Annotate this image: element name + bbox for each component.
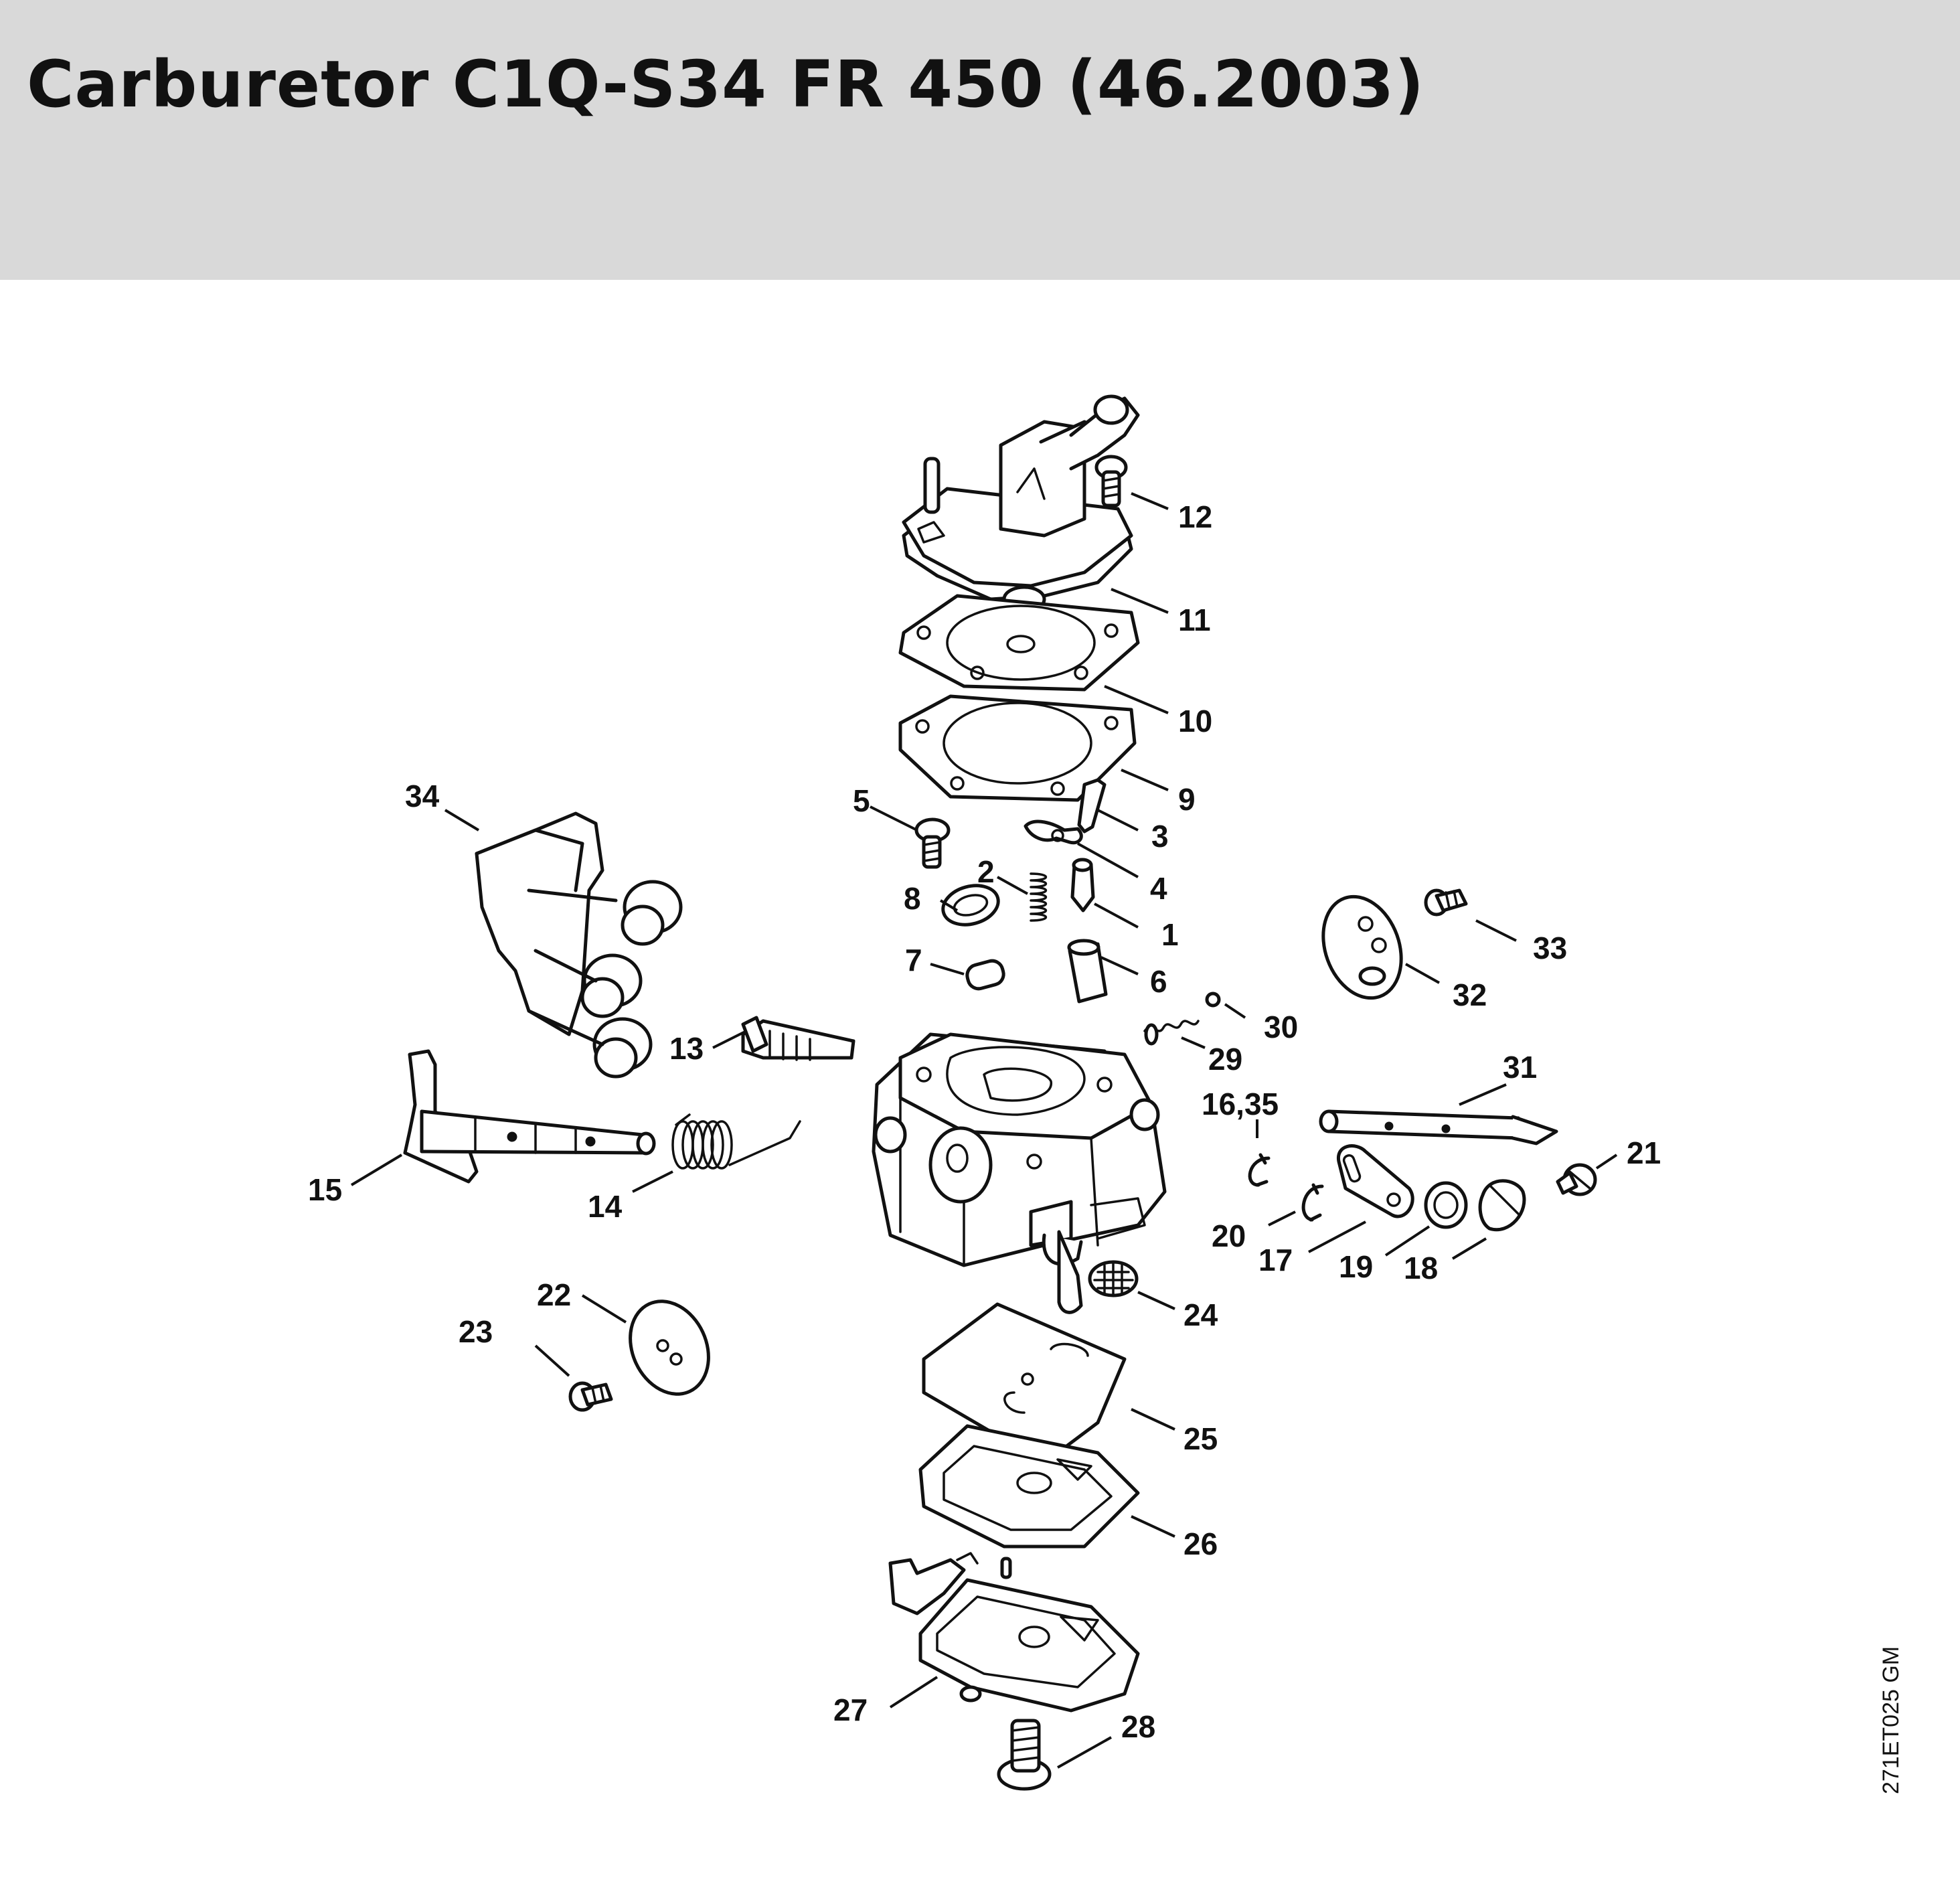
callout-1: 1 (1161, 917, 1179, 952)
parts-17-18-19-21 (1337, 1144, 1597, 1232)
callout-20: 20 (1212, 1218, 1246, 1253)
callout-27: 27 (833, 1692, 868, 1727)
callout-15: 15 (308, 1172, 342, 1207)
e-clips-16-35-20 (1248, 1153, 1324, 1222)
callout-16-35: 16,35 (1202, 1087, 1279, 1121)
callout-10: 10 (1178, 704, 1212, 738)
part-15-throttle-shaft (403, 1049, 656, 1184)
carburetor-body (872, 1032, 1167, 1314)
callout-13: 13 (669, 1031, 704, 1066)
drawing-code: 271ET025 GM (1878, 1646, 1904, 1794)
callout-21: 21 (1627, 1135, 1661, 1170)
callout-labels: 1 2 3 4 5 6 7 8 9 10 11 12 13 14 15 16,3… (308, 499, 1661, 1744)
callout-6: 6 (1150, 964, 1167, 999)
part-13-adjusting-screw (741, 1016, 855, 1061)
callout-25: 25 (1183, 1421, 1218, 1456)
callout-30: 30 (1264, 1010, 1298, 1044)
part-12-screw (1094, 455, 1128, 507)
part-10-diaphragm (898, 594, 1140, 692)
callout-3: 3 (1151, 819, 1169, 854)
callout-31: 31 (1503, 1050, 1537, 1085)
part-31-choke-shaft (1319, 1109, 1558, 1146)
callout-14: 14 (588, 1189, 623, 1224)
part-27-end-cover (888, 1552, 1140, 1713)
callout-24: 24 (1183, 1297, 1218, 1332)
part-34-linkage-bracket (475, 811, 683, 1079)
callout-29: 29 (1208, 1042, 1242, 1077)
callout-17: 17 (1258, 1243, 1293, 1277)
part-9-gasket (898, 694, 1137, 802)
callout-32: 32 (1453, 977, 1487, 1012)
small-parts (914, 778, 1108, 1004)
callout-9: 9 (1178, 782, 1196, 817)
leader-lines (350, 492, 1618, 1769)
parts-29-30 (1143, 992, 1221, 1046)
parts-22-23 (568, 1299, 710, 1412)
part-14-spring (671, 1113, 801, 1170)
callout-22: 22 (537, 1277, 571, 1312)
callout-5: 5 (853, 783, 870, 818)
callout-33: 33 (1533, 931, 1567, 965)
title-banner (0, 0, 1960, 280)
callout-19: 19 (1339, 1249, 1373, 1284)
page-title: Carburetor C1Q-S34 FR 450 (46.2003) (27, 47, 1425, 122)
callout-8: 8 (904, 881, 921, 916)
part-28-screw (997, 1719, 1052, 1791)
part-25-pump-diaphragm (922, 1302, 1127, 1465)
callout-18: 18 (1404, 1251, 1438, 1285)
callout-2: 2 (977, 854, 995, 889)
callout-4: 4 (1150, 871, 1167, 906)
callout-11: 11 (1178, 603, 1211, 637)
callout-12: 12 (1178, 499, 1212, 534)
callout-34: 34 (405, 779, 440, 813)
callout-26: 26 (1183, 1526, 1218, 1561)
part-26-pump-gasket (918, 1424, 1140, 1549)
part-24-screen (1088, 1260, 1139, 1297)
parts-32-33 (1321, 888, 1468, 1000)
callout-28: 28 (1121, 1709, 1155, 1744)
callout-23: 23 (459, 1314, 493, 1349)
callout-7: 7 (905, 943, 922, 977)
